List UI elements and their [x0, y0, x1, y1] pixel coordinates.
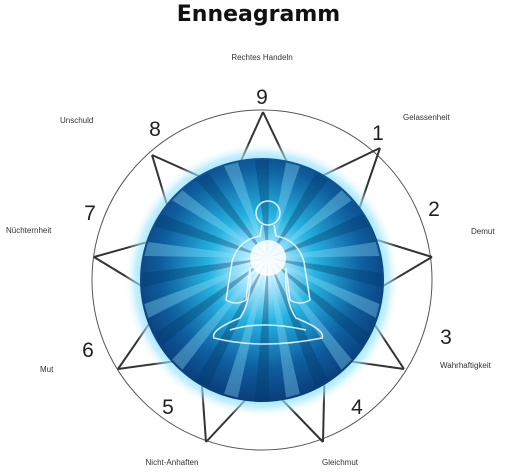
point-label-9: Rechtes Handeln	[231, 53, 292, 62]
point-number-5: 5	[162, 396, 174, 419]
point-label-4: Gleichmut	[322, 458, 359, 467]
point-number-9: 9	[256, 86, 268, 109]
point-number-4: 4	[351, 396, 363, 419]
point-label-6: Mut	[40, 365, 54, 374]
point-label-8: Unschuld	[60, 116, 93, 125]
point-number-1: 1	[372, 122, 384, 145]
point-label-3: Wahrhaftigkeit	[440, 361, 492, 370]
point-label-2: Demut	[471, 227, 495, 236]
point-number-8: 8	[149, 118, 161, 141]
point-label-7: Nüchternheit	[6, 226, 52, 235]
point-number-2: 2	[428, 198, 440, 221]
point-label-1: Gelassenheit	[403, 113, 450, 122]
point-number-6: 6	[82, 339, 94, 362]
point-number-3: 3	[440, 326, 452, 349]
point-number-7: 7	[84, 202, 96, 225]
glow-orb	[124, 142, 400, 418]
point-label-5: Nicht-Anhaften	[146, 458, 199, 467]
